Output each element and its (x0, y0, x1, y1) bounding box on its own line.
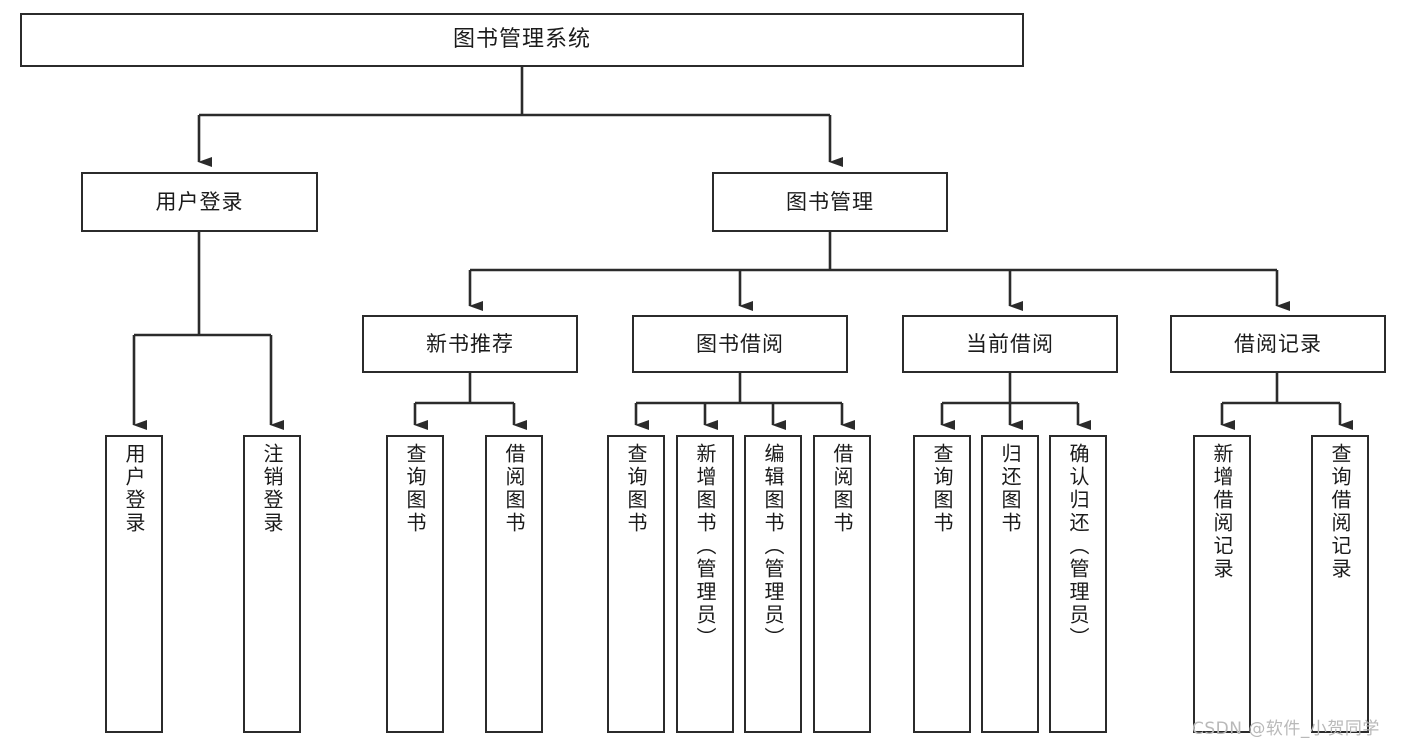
node-new-book-recommend[interactable]: 新书推荐 (362, 315, 578, 373)
node-label: 图书管理系统 (452, 27, 591, 53)
leaf-confirm-return-admin[interactable]: 确认归还（管理员） (1049, 435, 1107, 733)
node-label: 新增图书（管理员） (693, 443, 717, 650)
leaf-query-borrow-record[interactable]: 查询借阅记录 (1311, 435, 1369, 733)
node-label: 确认归还（管理员） (1066, 443, 1090, 650)
node-book-management[interactable]: 图书管理 (712, 172, 948, 232)
node-label: 用户登录 (155, 189, 244, 214)
leaf-query-book-recommend[interactable]: 查询图书 (386, 435, 444, 733)
node-label: 图书借阅 (696, 331, 784, 356)
leaf-edit-book-admin[interactable]: 编辑图书（管理员） (744, 435, 802, 733)
leaf-add-book-admin[interactable]: 新增图书（管理员） (676, 435, 734, 733)
node-label: 当前借阅 (966, 331, 1054, 356)
node-label: 查询借阅记录 (1328, 443, 1352, 581)
node-current-borrow[interactable]: 当前借阅 (902, 315, 1118, 373)
leaf-query-book-current[interactable]: 查询图书 (913, 435, 971, 733)
node-label: 借阅图书 (502, 443, 526, 535)
node-label: 查询图书 (930, 443, 954, 535)
leaf-logout-login[interactable]: 注销登录 (243, 435, 301, 733)
node-label: 新增借阅记录 (1210, 443, 1234, 581)
node-label: 查询图书 (403, 443, 427, 535)
leaf-user-login[interactable]: 用户登录 (105, 435, 163, 733)
node-label: 新书推荐 (426, 331, 514, 356)
leaf-return-book[interactable]: 归还图书 (981, 435, 1039, 733)
node-user-login[interactable]: 用户登录 (81, 172, 318, 232)
node-label: 图书管理 (786, 189, 874, 214)
node-label: 归还图书 (998, 443, 1022, 535)
leaf-add-borrow-record[interactable]: 新增借阅记录 (1193, 435, 1251, 733)
node-label: 查询图书 (624, 443, 648, 535)
node-root-system[interactable]: 图书管理系统 (20, 13, 1024, 67)
node-label: 借阅记录 (1234, 331, 1322, 356)
leaf-borrow-book-recommend[interactable]: 借阅图书 (485, 435, 543, 733)
node-label: 用户登录 (122, 443, 146, 535)
node-borrow-record[interactable]: 借阅记录 (1170, 315, 1386, 373)
node-label: 借阅图书 (830, 443, 854, 535)
node-label: 编辑图书（管理员） (761, 443, 785, 650)
node-label: 注销登录 (260, 443, 284, 535)
leaf-query-book-borrow[interactable]: 查询图书 (607, 435, 665, 733)
leaf-borrow-book[interactable]: 借阅图书 (813, 435, 871, 733)
csdn-watermark: CSDN @软件_小贺同学 (1192, 719, 1380, 739)
node-book-borrow[interactable]: 图书借阅 (632, 315, 848, 373)
